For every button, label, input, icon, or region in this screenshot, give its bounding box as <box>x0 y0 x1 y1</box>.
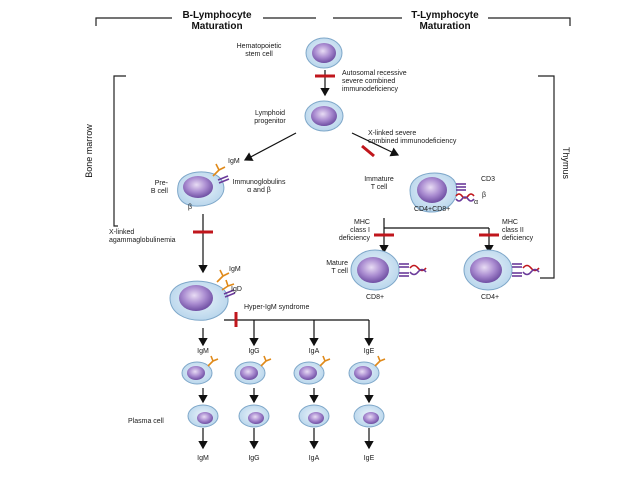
pre-b-ig-alpha-beta-icon <box>217 175 230 184</box>
mature-t-cell-cd4 <box>463 249 513 291</box>
thymus-label: Thymus <box>561 146 571 179</box>
mature-t-cell-cd8 <box>350 249 400 291</box>
secreted-label-iga: IgA <box>308 455 320 462</box>
secreted-label-ige: IgE <box>363 455 375 462</box>
pre-b-cell <box>177 171 225 207</box>
mhc1-label: MHC class I deficiency <box>338 219 370 242</box>
isotype-receptor-icons <box>207 355 386 367</box>
receptor-icons <box>207 163 540 367</box>
t-beta-label: β <box>482 192 487 199</box>
mature-b-igm-receptor-icon <box>216 269 235 291</box>
t-lymphocyte-header: T-Lymphocyte Maturation <box>411 10 479 32</box>
stem-cell-label: Hematopoietic stem cell <box>236 43 282 58</box>
scid-ar-label: Autosomal recessive severe combined immu… <box>342 70 407 93</box>
isotype-label-igm: IgM <box>197 348 209 355</box>
block-bars <box>193 74 499 327</box>
tcr-icon <box>455 183 475 202</box>
mature-b-igd-receptor-icon <box>223 289 236 298</box>
plasma-cell-label: Plasma cell <box>128 418 164 425</box>
pre-b-cell-label: Pre- B cell <box>150 180 168 195</box>
immunoglobulins-label: Immunoglobulins α and β <box>232 179 286 194</box>
igd-label: IgD <box>231 286 242 293</box>
lymphoid-progenitor-label: Lymphoid progenitor <box>254 110 286 125</box>
header-brackets <box>95 17 571 26</box>
stem-cell <box>305 37 343 69</box>
t-alpha-label: α <box>474 199 479 206</box>
plasma-cells <box>187 404 385 428</box>
mature-t-cell-label: Mature T cell <box>326 260 348 275</box>
isotype-label-ige: IgE <box>363 348 375 355</box>
cd4cd8-label: CD4+CD8+ <box>414 206 451 213</box>
hyper-igm-label: Hyper-IgM syndrome <box>244 304 310 311</box>
isotype-b-cells <box>181 361 380 385</box>
pre-b-igm-receptor-icon <box>212 163 226 177</box>
secreted-label-igm: IgM <box>197 455 209 462</box>
cd3-label: CD3 <box>481 176 496 183</box>
lymphoid-progenitor-cell <box>304 100 344 132</box>
b-lymphocyte-header: B-Lymphocyte Maturation <box>182 10 252 32</box>
secreted-label-igg: IgG <box>248 455 260 462</box>
mature-b-cell <box>169 280 229 321</box>
flow-arrows <box>198 70 494 450</box>
cd8-tcr-icon <box>399 263 427 277</box>
side-brackets <box>113 75 555 279</box>
mature-b-igm-label: IgM <box>229 266 241 273</box>
isotype-label-igg: IgG <box>248 348 260 355</box>
scid-x-label: X-linked severe combined immunodeficienc… <box>368 130 457 145</box>
isotype-label-iga: IgA <box>308 348 320 355</box>
pre-b-igm-label: IgM <box>228 158 240 165</box>
pre-b-beta-label: β <box>188 204 193 211</box>
xla-label: X-linked agammaglobulinemia <box>109 229 176 244</box>
branch-lines <box>224 218 490 321</box>
immature-t-cell-label: Immature T cell <box>364 176 394 191</box>
cd4-tcr-icon <box>512 263 540 277</box>
mhc2-label: MHC class II deficiency <box>502 219 534 242</box>
cells <box>169 37 513 428</box>
cd4-label: CD4+ <box>481 294 500 301</box>
immature-t-cell <box>409 172 458 213</box>
bone-marrow-label: Bone marrow <box>84 124 94 178</box>
cd8-label: CD8+ <box>366 294 385 301</box>
